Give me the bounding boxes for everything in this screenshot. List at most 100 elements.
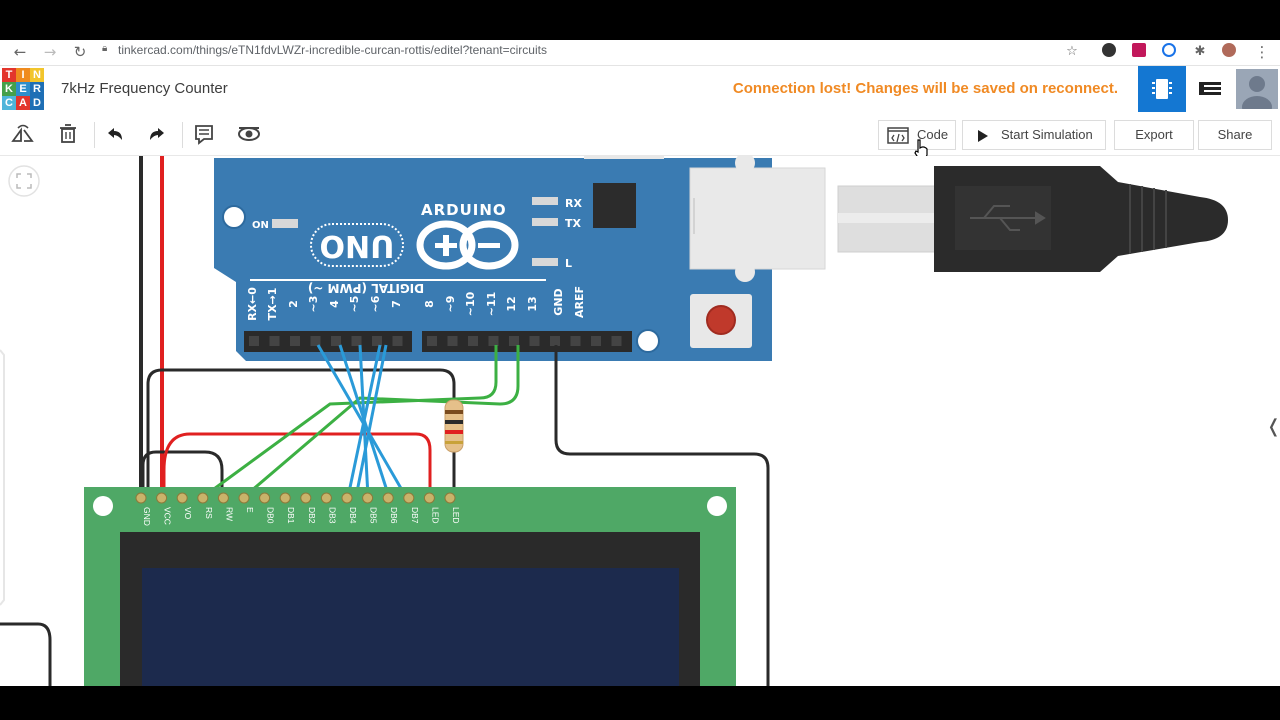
header-pin[interactable] [372, 336, 382, 346]
lcd-pin[interactable] [176, 492, 188, 504]
wire-green [243, 345, 520, 499]
header-pin[interactable] [331, 336, 341, 346]
lcd-pin[interactable] [444, 492, 456, 504]
lcd-pin[interactable] [259, 492, 271, 504]
mounting-hole [636, 329, 660, 353]
avatar[interactable] [1236, 69, 1278, 109]
fit-view-icon [16, 173, 32, 189]
notes-button[interactable] [190, 120, 218, 148]
header-pin[interactable] [591, 336, 601, 346]
header-pin[interactable] [290, 336, 300, 346]
header-pin[interactable] [310, 336, 321, 346]
play-icon [978, 130, 988, 142]
arduino-pin-label: 8 [423, 300, 436, 308]
share-button[interactable]: Share [1198, 120, 1272, 150]
on-led [272, 219, 298, 228]
header-pin[interactable] [249, 336, 259, 346]
wire-black [141, 450, 224, 497]
editor-toolbar: Code Start Simulation Export Share [0, 112, 1280, 160]
lcd-pin[interactable] [423, 492, 435, 504]
toolbar-divider [94, 122, 95, 148]
circuit-view-button[interactable] [1138, 66, 1186, 112]
header-pin[interactable] [447, 336, 458, 346]
reload-icon[interactable]: ↻ [73, 43, 87, 61]
logo-letter: R [30, 82, 44, 96]
connection-status-message: Connection lost! Changes will be saved o… [732, 80, 1118, 97]
header-pin[interactable] [392, 336, 403, 346]
resistor[interactable] [444, 399, 464, 453]
menu-dots-icon[interactable]: ⋮ [1254, 43, 1270, 61]
arduino-pin-label: 12 [505, 296, 518, 311]
trash-icon [60, 124, 76, 143]
logo-letter: A [16, 96, 30, 110]
logo-letter: K [2, 82, 16, 96]
project-title[interactable]: 7kHz Frequency Counter [61, 80, 228, 97]
lcd-pin[interactable] [197, 492, 209, 504]
tinkercad-logo[interactable]: T I N K E R C A D [2, 68, 44, 110]
star-icon[interactable]: ☆ [1066, 44, 1078, 59]
extension-icon[interactable] [1162, 43, 1176, 57]
eye-icon [238, 127, 260, 141]
lcd-pin-label: LED [451, 507, 461, 524]
lcd-pin[interactable] [156, 492, 168, 504]
logo-letter: C [2, 96, 16, 110]
lcd-pin[interactable] [217, 492, 229, 504]
header-pin[interactable] [269, 336, 280, 346]
export-button[interactable]: Export [1114, 120, 1194, 150]
usb-icon [970, 205, 1046, 231]
lcd-pin-label: DB6 [389, 507, 399, 524]
arduino-pin-label: ~9 [444, 296, 457, 313]
component-list-button[interactable] [1186, 66, 1234, 112]
visibility-button[interactable] [235, 120, 263, 148]
lcd-pin[interactable] [382, 492, 394, 504]
chevron-left-icon[interactable]: ❬ [1266, 416, 1280, 437]
user-avatar-icon [1236, 69, 1278, 109]
lcd-pin[interactable] [362, 492, 374, 504]
profile-icon[interactable] [1222, 43, 1236, 57]
browser-bar: ← → ↻ 🔒︎ tinkercad.com/things/eTN1fdvLWZ… [0, 40, 1280, 66]
start-simulation-button[interactable]: Start Simulation [962, 120, 1106, 150]
arrow-right-icon[interactable]: → [43, 43, 57, 61]
lcd-pin[interactable] [238, 492, 250, 504]
usb-cable[interactable] [837, 166, 1228, 272]
header-pin[interactable] [351, 336, 362, 346]
lcd-pin-label: DB0 [266, 507, 276, 524]
rx-label: RX [565, 197, 582, 210]
code-icon [887, 127, 909, 144]
lcd-pin[interactable] [320, 492, 332, 504]
header-pin[interactable] [529, 336, 540, 346]
lcd-pin[interactable] [341, 492, 353, 504]
arrow-left-icon[interactable]: ← [13, 43, 27, 61]
lcd-pin[interactable] [300, 492, 312, 504]
logo-letter: T [2, 68, 16, 82]
puzzle-icon[interactable]: ✱ [1194, 44, 1206, 59]
rotate-button[interactable] [9, 120, 37, 148]
header-pin[interactable] [427, 336, 437, 346]
circuit-drawing: ON RX TX L ARDUINO UNO [0, 156, 1280, 686]
lcd-pin[interactable] [135, 492, 147, 504]
code-button[interactable]: Code [878, 120, 956, 150]
fit-view-button[interactable] [8, 165, 40, 197]
redo-button[interactable] [144, 120, 172, 148]
lcd-pin[interactable] [403, 492, 415, 504]
header-pin[interactable] [611, 336, 622, 346]
circuit-canvas[interactable]: ON RX TX L ARDUINO UNO [0, 156, 1280, 686]
url-bar[interactable]: tinkercad.com/things/eTN1fdvLWZr-incredi… [118, 43, 547, 57]
uno-label: UNO [320, 228, 395, 263]
header-pin[interactable] [509, 336, 519, 346]
header-pin[interactable] [550, 336, 560, 346]
usb-port [689, 167, 826, 270]
header-pin[interactable] [468, 336, 478, 346]
code-button-label: Code [917, 127, 949, 142]
arduino-pin-label: ~10 [464, 291, 477, 316]
offscreen-component-edge [0, 349, 5, 606]
header-pin[interactable] [488, 336, 499, 346]
undo-button[interactable] [100, 120, 128, 148]
extension-icon[interactable] [1102, 43, 1116, 57]
extension-icon[interactable] [1132, 43, 1146, 57]
lcd-pin[interactable] [279, 492, 291, 504]
delete-button[interactable] [54, 120, 82, 148]
arduino-uno-board[interactable]: ON RX TX L ARDUINO UNO [214, 156, 826, 361]
header-pin[interactable] [570, 336, 581, 346]
